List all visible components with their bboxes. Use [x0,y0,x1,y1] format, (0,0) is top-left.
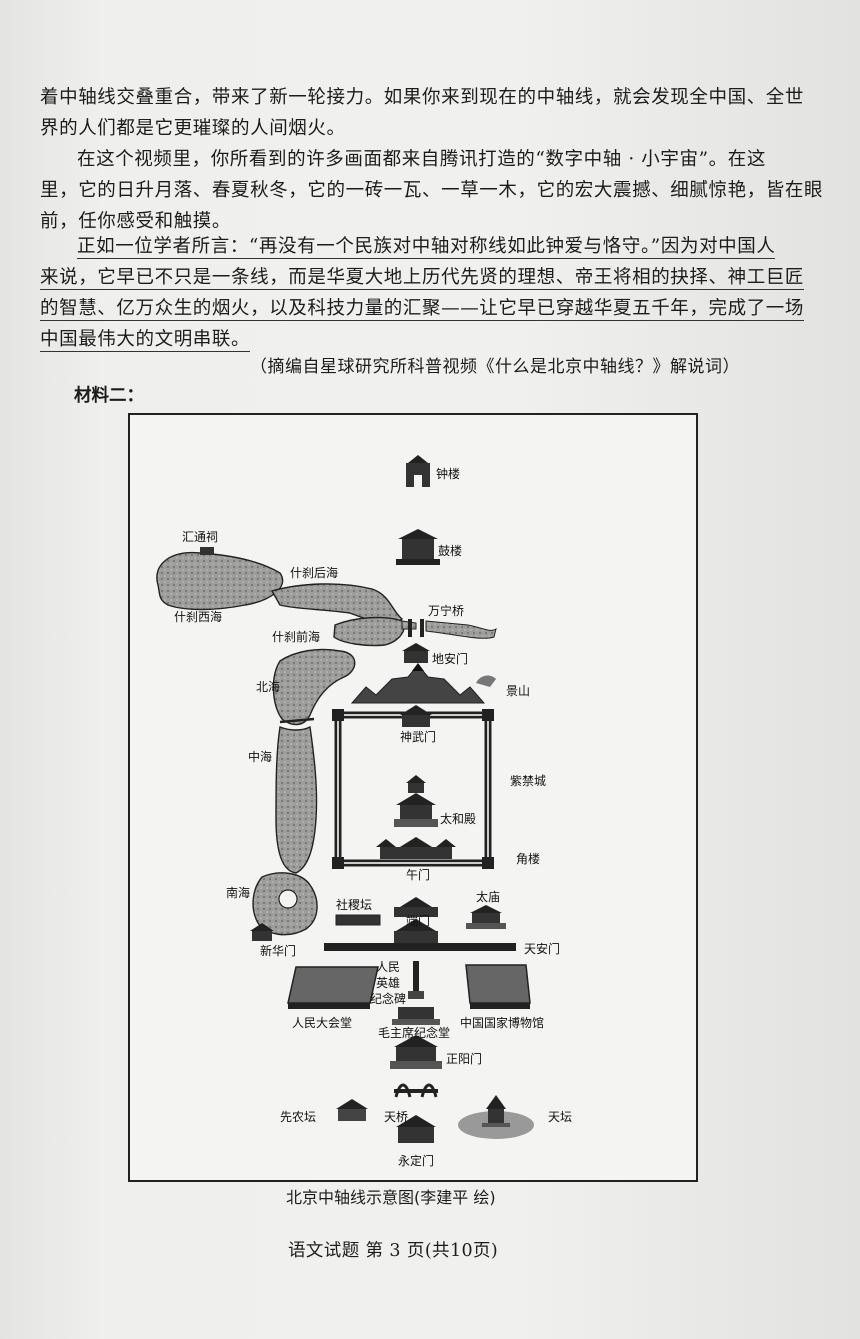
material-two-heading: 材料二： [74,386,144,406]
duanmen-icon [394,897,438,917]
paragraph-1: 着中轴线交叠重合，带来了新一轮接力。如果你来到现在的中轴线，就会发现全中国、全世… [40,82,805,144]
axis-map-figure: 钟楼 鼓楼 汇通祠 什刹后海 什刹西海 万宁桥 什刹前海 地安门 北海 景山 神… [128,413,698,1182]
label-jiaolou: 角楼 [516,851,540,866]
beihai-bridge [279,717,315,724]
label-nanhai: 南海 [226,885,250,900]
label-xinhuamen: 新华门 [260,943,296,958]
page-footer: 语文试题 第 3 页(共10页) [288,1241,499,1261]
label-xiannongtan: 先农坛 [280,1110,316,1124]
wanningqiao-icon [408,619,424,637]
xinhuamen-icon [250,923,274,941]
label-jingshan: 景山 [506,684,530,698]
label-zhonglou: 钟楼 [436,466,460,481]
zhengyangmen-icon [390,1035,442,1069]
label-zhengyangmen: 正阳门 [446,1051,482,1066]
label-zhonghai: 中海 [248,749,272,764]
beihai-lake [272,648,356,726]
label-duanmen: 端门 [406,913,430,928]
text-line: 前，任你感受和触摸。 [40,211,232,232]
label-monument-line3: 纪念碑 [370,991,406,1006]
label-beihai: 北海 [256,679,280,694]
dianmen-icon [402,643,430,663]
shenwumen-icon [400,705,432,727]
paragraph-2: 在这个视频里，你所看到的许多画面都来自腾讯打造的“数字中轴 · 小宇宙”。在这 … [40,144,824,237]
underlined-line: 的智慧、亿万众生的烟火，以及科技力量的汇聚——让它早已穿越华夏五千年，完成了一场 [40,298,805,321]
nanhai-island [278,889,298,909]
huitongci-icon [200,547,214,555]
wumen-icon [376,837,456,859]
xiannongtan-icon [336,1099,368,1121]
waterway [401,620,497,639]
label-tianqiao: 天桥 [384,1110,408,1124]
label-dianmen: 地安门 [432,651,468,666]
shichaxihai-lake [156,551,284,611]
label-tiananmen: 天安门 [524,941,560,956]
label-shichahouhai: 什刹后海 [290,565,338,580]
text-line: 着中轴线交叠重合，带来了新一轮接力。如果你来到现在的中轴线，就会发现全中国、全世 [40,87,805,108]
label-mausoleum: 毛主席纪念堂 [378,1025,450,1040]
text-line: 在这个视频里，你所看到的许多画面都来自腾讯打造的“数字中轴 · 小宇宙”。在这 [77,149,766,170]
label-monument-line2: 英雄 [376,975,400,990]
label-shichaxihai: 什刹西海 [174,609,222,624]
underlined-line: 来说，它早已不只是一条线，而是华夏大地上历代先贤的理想、帝王将相的抉择、神工巨匠 [40,267,805,290]
greathall-icon [287,966,379,1009]
monument-icon [408,961,424,999]
mausoleum-icon [392,1007,440,1025]
underlined-line: 中国最伟大的文明串联。 [40,329,251,352]
label-wumen: 午门 [406,867,430,882]
label-tiantan: 天坛 [548,1110,572,1124]
label-gulou: 鼓楼 [438,543,462,558]
changan-avenue [324,943,516,951]
taimiao-icon [466,905,506,929]
shejitan-icon [335,914,381,926]
gulou-icon [396,529,440,565]
museum-icon [465,964,531,1009]
label-shejitan: 社稷坛 [336,897,372,912]
shichahouhai-lake [270,583,404,624]
label-shenwumen: 神武门 [400,729,436,744]
jingshan-icon [350,663,496,704]
zhonghai-lake [275,725,318,874]
label-museum: 中国国家博物馆 [460,1015,544,1030]
tiantan-icon [458,1095,534,1139]
figure-caption: 北京中轴线示意图(李建平 绘) [286,1188,496,1207]
axis-map-drawing: 钟楼 鼓楼 汇通祠 什刹后海 什刹西海 万宁桥 什刹前海 地安门 北海 景山 神… [156,455,572,1168]
text-line: 界的人们都是它更璀璨的人间烟火。 [40,118,346,139]
taihedian-icon [394,775,438,827]
label-taihedian: 太和殿 [440,811,476,826]
label-greathall: 人民大会堂 [292,1016,352,1030]
label-wanningqiao: 万宁桥 [428,603,464,618]
label-huitongci: 汇通祠 [182,530,218,544]
label-shichaqianhai: 什刹前海 [272,629,320,644]
label-zijincheng: 紫禁城 [510,774,546,788]
text-line: 里，它的日升月落、春夏秋冬，它的一砖一瓦、一草一木，它的宏大震撼、细腻惊艳，皆在… [40,180,824,201]
yongdingmen-icon [396,1115,436,1143]
paragraph-3-underlined: 正如一位学者所言：“再没有一个民族对中轴对称线如此钟爱与恪守。”因为对中国人 来… [40,231,805,355]
label-taimiao: 太庙 [476,889,500,904]
zhonglou-icon [406,455,430,487]
shichaqianhai-lake [333,616,405,647]
source-attribution: （摘编自星球研究所科普视频《什么是北京中轴线？》解说词） [250,357,740,377]
tianqiao-icon [394,1083,438,1098]
tiananmen-icon [394,919,438,943]
label-monument-line1: 人民 [376,960,400,974]
label-yongdingmen: 永定门 [398,1153,434,1168]
underlined-line: 正如一位学者所言：“再没有一个民族对中轴对称线如此钟爱与恪守。”因为对中国人 [77,236,776,259]
